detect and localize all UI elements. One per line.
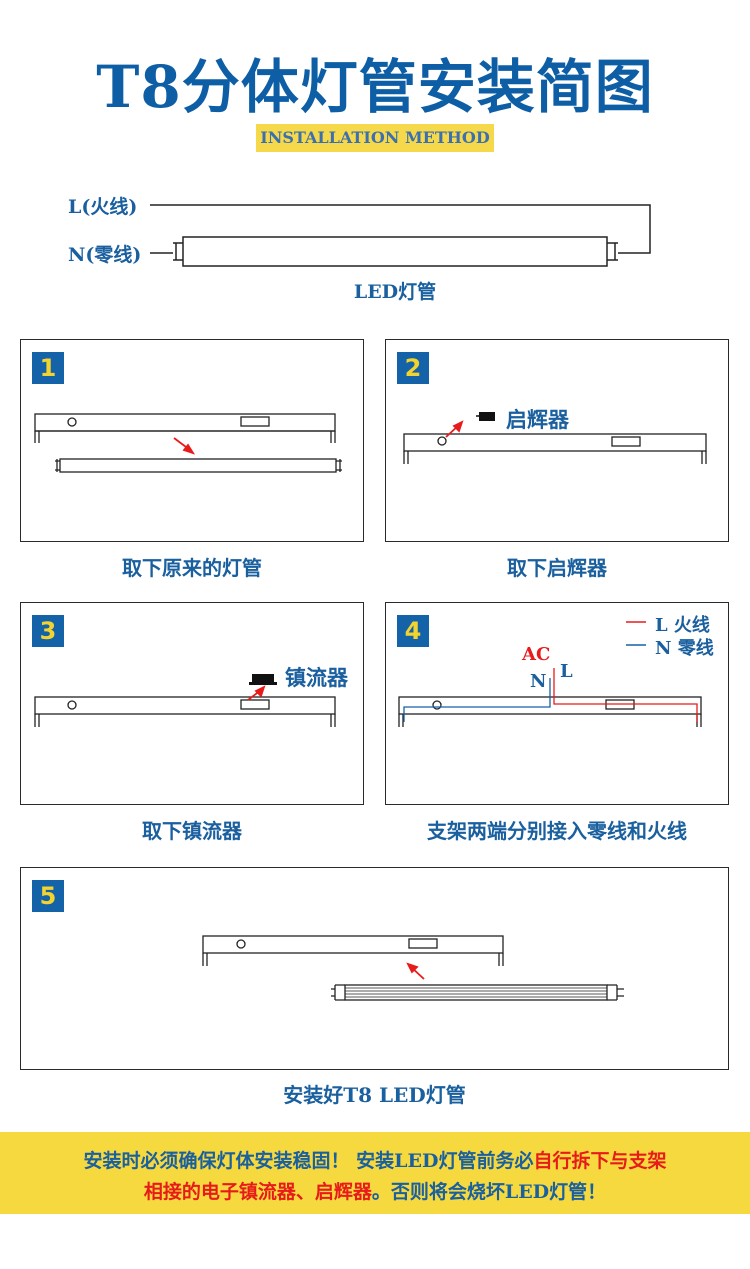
step-2-caption: 取下启辉器 [507,556,607,580]
step-5-panel [20,867,729,1070]
subtitle-banner: INSTALLATION METHOD [256,124,494,152]
warning-line-1: 安装时必须确保灯体安装稳固！ 安装LED灯管前务必自行拆下与支架 [0,1146,750,1173]
neutral-wire-label: N(零线) [68,244,142,266]
step-4-legend-swatches [626,621,646,646]
step-4-caption: 支架两端分别接入零线和火线 [427,819,687,843]
n-label: N [530,671,547,692]
step-4-badge: 4 [397,615,429,647]
step-3-illustration [34,674,336,727]
tube-left-cap [173,242,183,261]
tube-right-cap [607,242,618,261]
l-label: L [560,661,573,682]
warning-line-1-blue: 安装时必须确保灯体安装稳固！ 安装LED灯管前务必 [83,1150,534,1172]
wiring-diagram [150,204,651,267]
ballast-label: 镇流器 [285,665,348,690]
step-1-badge: 1 [32,352,64,384]
step-1-illustration [34,413,342,473]
ac-label: AC [522,644,551,665]
step-5-caption: 安装好T8 LED灯管 [283,1083,466,1107]
live-wire-label: L(火线) [68,196,138,218]
step-3-badge: 3 [32,615,64,647]
led-tube-label: LED灯管 [353,281,437,303]
step-1-caption: 取下原来的灯管 [122,556,262,580]
ballast-part [252,674,274,684]
step-2-badge: 2 [397,352,429,384]
led-tube [182,236,608,267]
starter-part [479,412,495,421]
warning-line-2-blue: 。否则将会烧坏LED灯管！ [371,1181,607,1203]
neutral-wire-path [403,678,551,722]
live-wire [150,204,651,254]
step-5-illustration [202,935,624,1001]
step-5-badge: 5 [32,880,64,912]
warning-line-2-red: 相接的电子镇流器、启辉器 [143,1181,372,1203]
step-4-illustration [398,668,702,727]
page-title: T8分体灯管安装简图 [96,53,654,121]
legend-live: L 火线 [655,615,710,636]
warning-banner [0,1132,750,1214]
legend-neutral: N 零线 [655,638,714,659]
step-3-caption: 取下镇流器 [142,819,242,843]
starter-label: 启辉器 [506,407,569,432]
warning-line-1-red: 自行拆下与支架 [533,1150,667,1172]
step-1-panel [20,339,364,542]
live-wire-path [553,668,698,722]
warning-line-2: 相接的电子镇流器、启辉器。否则将会烧坏LED灯管！ [0,1177,750,1204]
step-2-illustration [403,412,707,464]
